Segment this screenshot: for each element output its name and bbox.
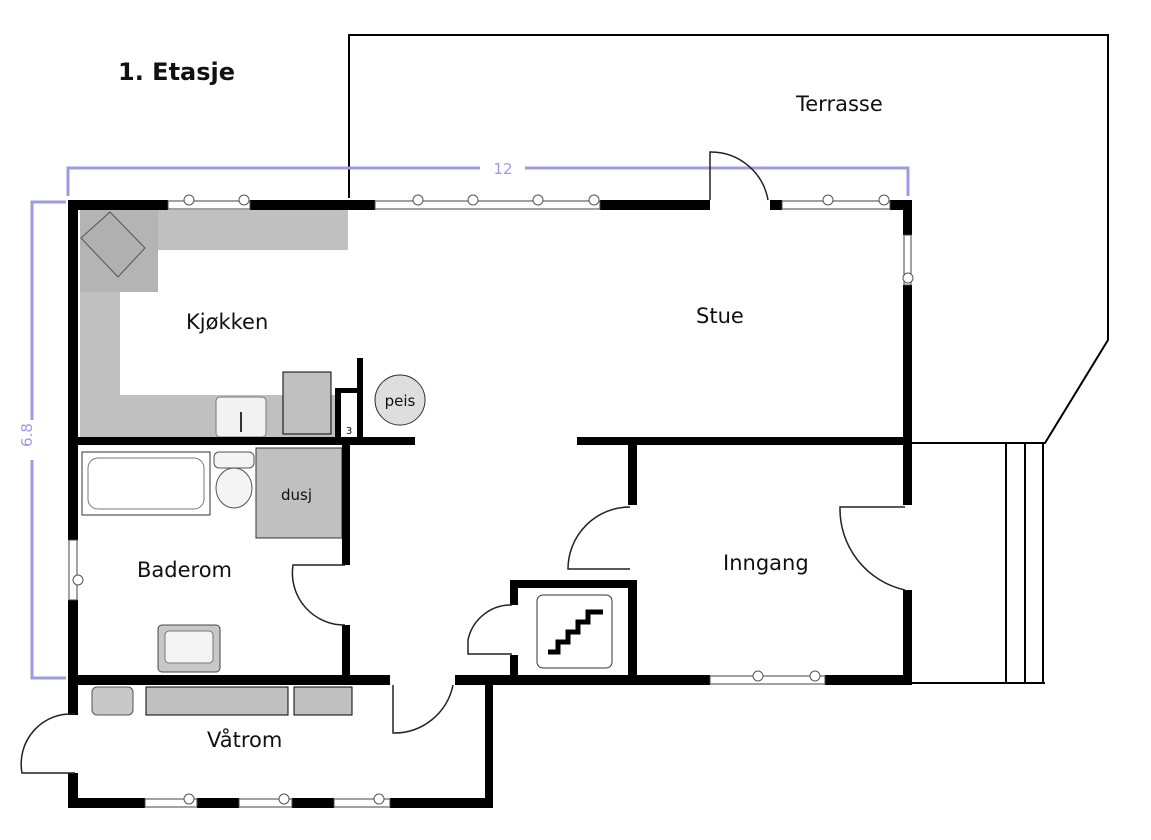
- room-label-inngang: Inngang: [723, 551, 809, 575]
- toilet: [213, 451, 255, 509]
- windows: [68, 194, 914, 808]
- dimension-height-label: 6.8: [18, 423, 36, 447]
- bathtub: [81, 451, 211, 516]
- outdoor-steps: [912, 443, 1045, 684]
- room-label-stue: Stue: [696, 304, 744, 328]
- dimension-width: 12: [66, 160, 910, 196]
- fireplace: [374, 374, 426, 426]
- chimney: 3: [335, 358, 363, 438]
- shower: [255, 447, 343, 539]
- room-label-vatrom: Våtrom: [207, 727, 282, 752]
- room-label-terrasse: Terrasse: [795, 92, 883, 116]
- kitchen-sink: [215, 396, 267, 438]
- doors: [20, 151, 906, 774]
- bathroom-sink: [157, 624, 221, 673]
- fireplace-label: peis: [385, 392, 416, 410]
- walls: [68, 200, 912, 808]
- staircase: [536, 594, 613, 669]
- laundry-counter: [145, 686, 289, 716]
- dimension-width-label: 12: [493, 160, 512, 178]
- floor-title: 1. Etasje: [118, 58, 235, 86]
- stove: [282, 371, 332, 435]
- room-label-baderom: Baderom: [137, 558, 232, 582]
- dimension-height: 6.8: [18, 200, 66, 680]
- laundry-appliance: [293, 686, 353, 716]
- terrace-outline: [348, 34, 1109, 444]
- shower-label: dusj: [281, 486, 312, 504]
- laundry-sink: [91, 686, 134, 716]
- room-label-kjokken: Kjøkken: [186, 310, 268, 334]
- chimney-label: 3: [346, 426, 352, 437]
